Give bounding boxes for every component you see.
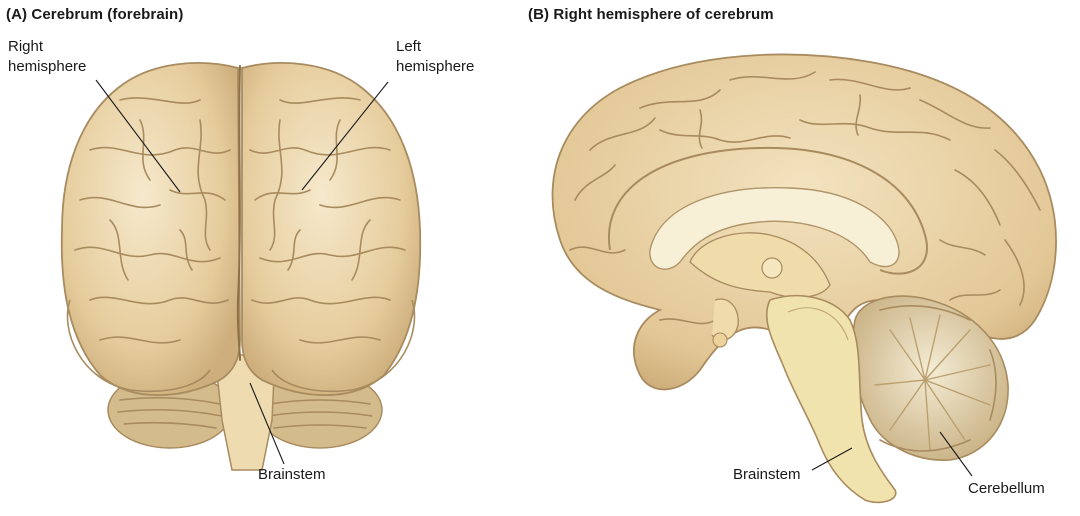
leader-brainstem-b [811,447,853,471]
panel-a-title: (A) Cerebrum (forebrain) [6,6,184,23]
label-left-hemisphere-line2: hemisphere [396,58,475,75]
frontal-brain-view [60,62,422,471]
label-brainstem-a: Brainstem [258,466,326,483]
panel-b-title: (B) Right hemisphere of cerebrum [528,6,774,23]
label-brainstem-b: Brainstem [733,466,801,483]
label-left-hemisphere: Left hemisphere [396,37,474,77]
leader-right-hemisphere [95,79,181,193]
sagittal-brain-view [551,53,1057,504]
corpus-callosum [649,187,900,270]
label-right-hemisphere: Right hemisphere [8,37,86,77]
label-cerebellum: Cerebellum [968,480,1045,497]
left-hemisphere-shape [241,62,422,397]
leader-cerebellum [939,431,973,477]
label-left-hemisphere-line1: Left [396,38,422,55]
leader-left-hemisphere [301,81,389,191]
label-right-hemisphere-line1: Right [8,38,44,55]
leader-brainstem-a [249,382,285,465]
label-right-hemisphere-line2: hemisphere [8,58,87,75]
brainstem-sagittal [765,294,897,504]
right-hemisphere-shape [60,62,241,397]
